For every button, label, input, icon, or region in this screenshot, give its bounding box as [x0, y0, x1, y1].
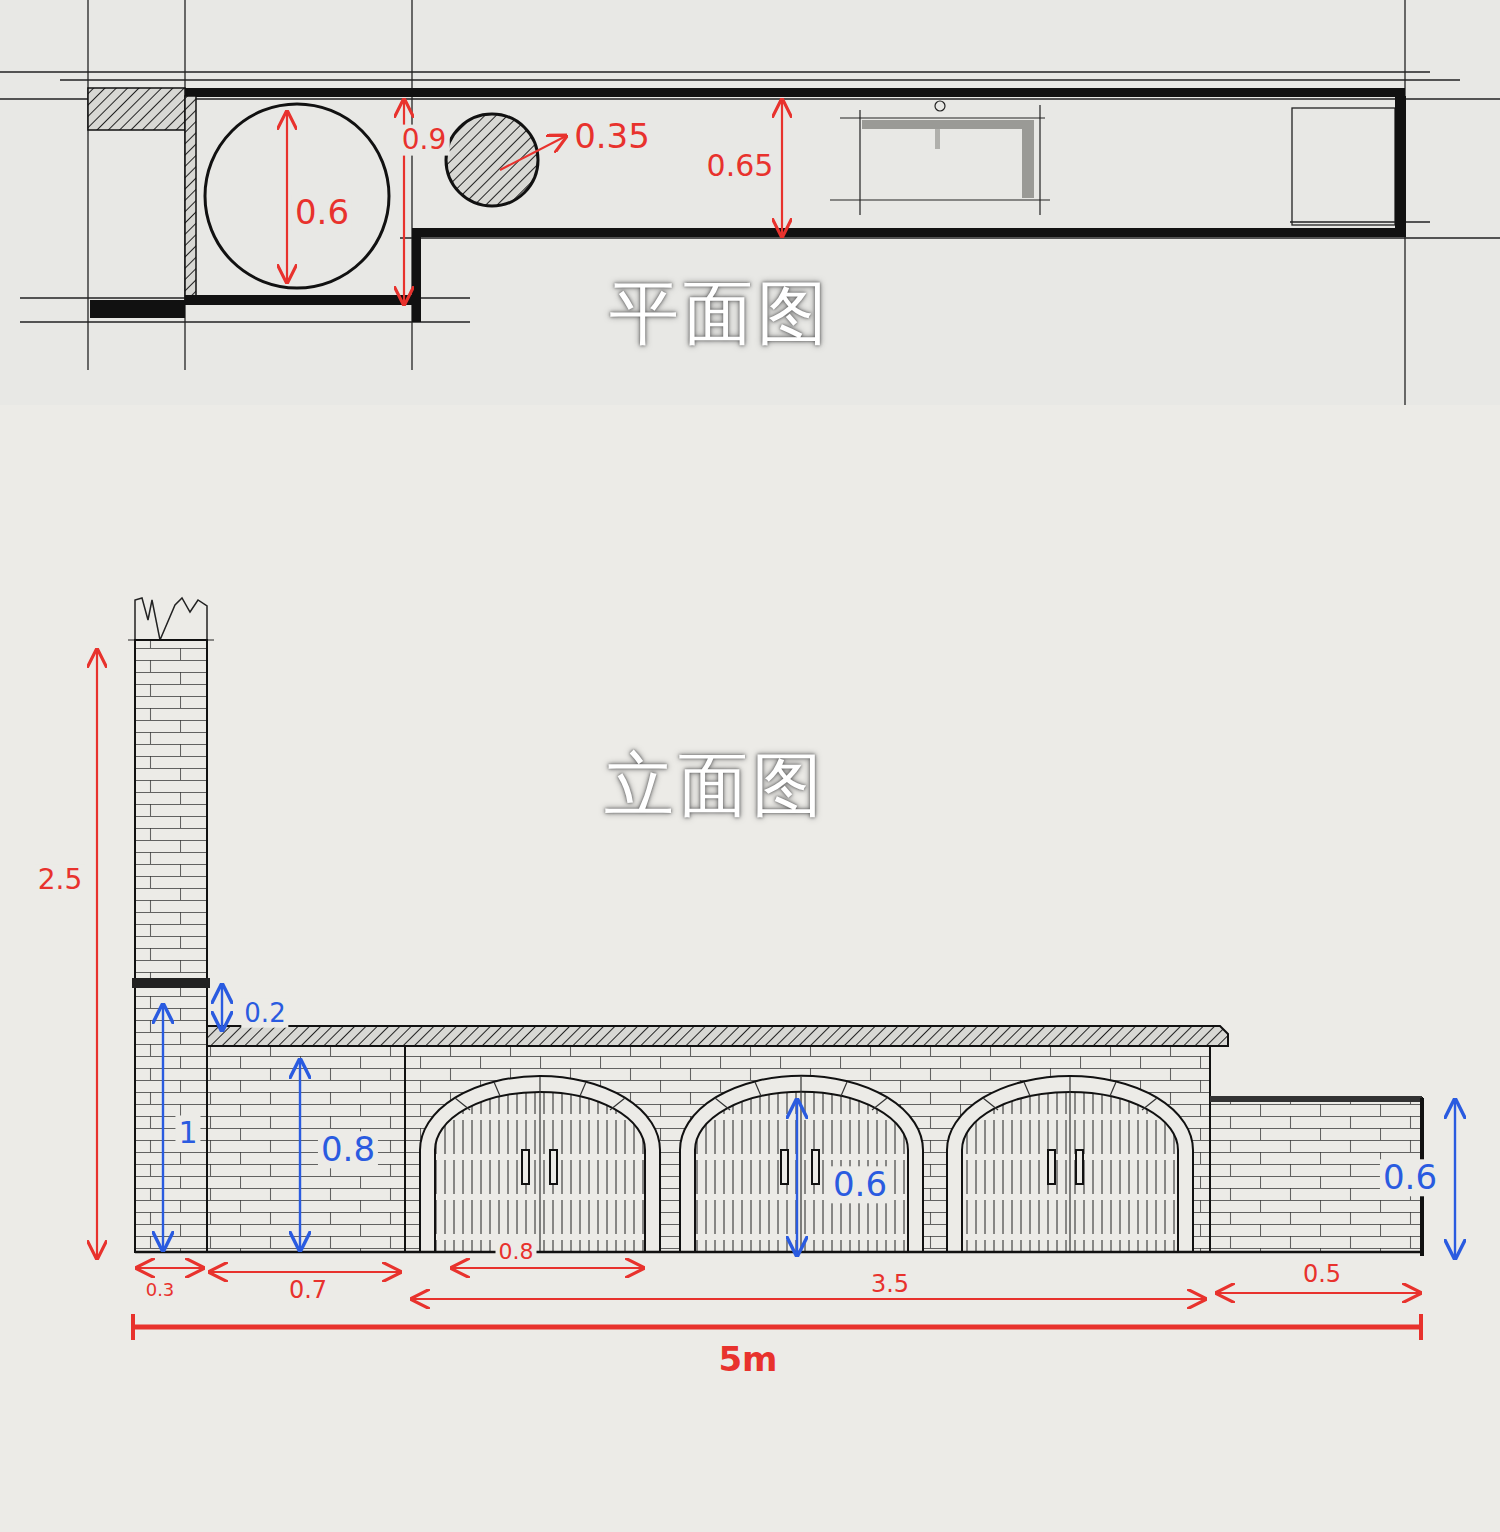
dimension-label: 0.6 [1380, 1159, 1440, 1196]
dimension-label: 0.6 [292, 194, 352, 231]
view-title: 平面图 [606, 275, 834, 352]
dimension-label: 0.5 [1300, 1261, 1344, 1287]
dimension-label: 3.5 [868, 1271, 912, 1297]
view-title: 立面图 [601, 747, 829, 824]
dimension-label: 0.65 [704, 149, 777, 182]
dimension-label: 0.8 [318, 1131, 378, 1168]
dimension-label: 0.2 [241, 999, 288, 1028]
dimension-label: 0.3 [143, 1280, 178, 1300]
dimension-label: 0.35 [571, 118, 653, 155]
dimension-label: 0.8 [496, 1240, 537, 1264]
dimension-label: 0.6 [830, 1166, 890, 1203]
dimension-label: 2.5 [35, 865, 86, 896]
dimension-label: 0.7 [286, 1277, 330, 1303]
dimension-label: 0.9 [399, 125, 450, 156]
dimension-label: 1 [175, 1116, 200, 1149]
total-length: 5m [715, 1341, 780, 1378]
